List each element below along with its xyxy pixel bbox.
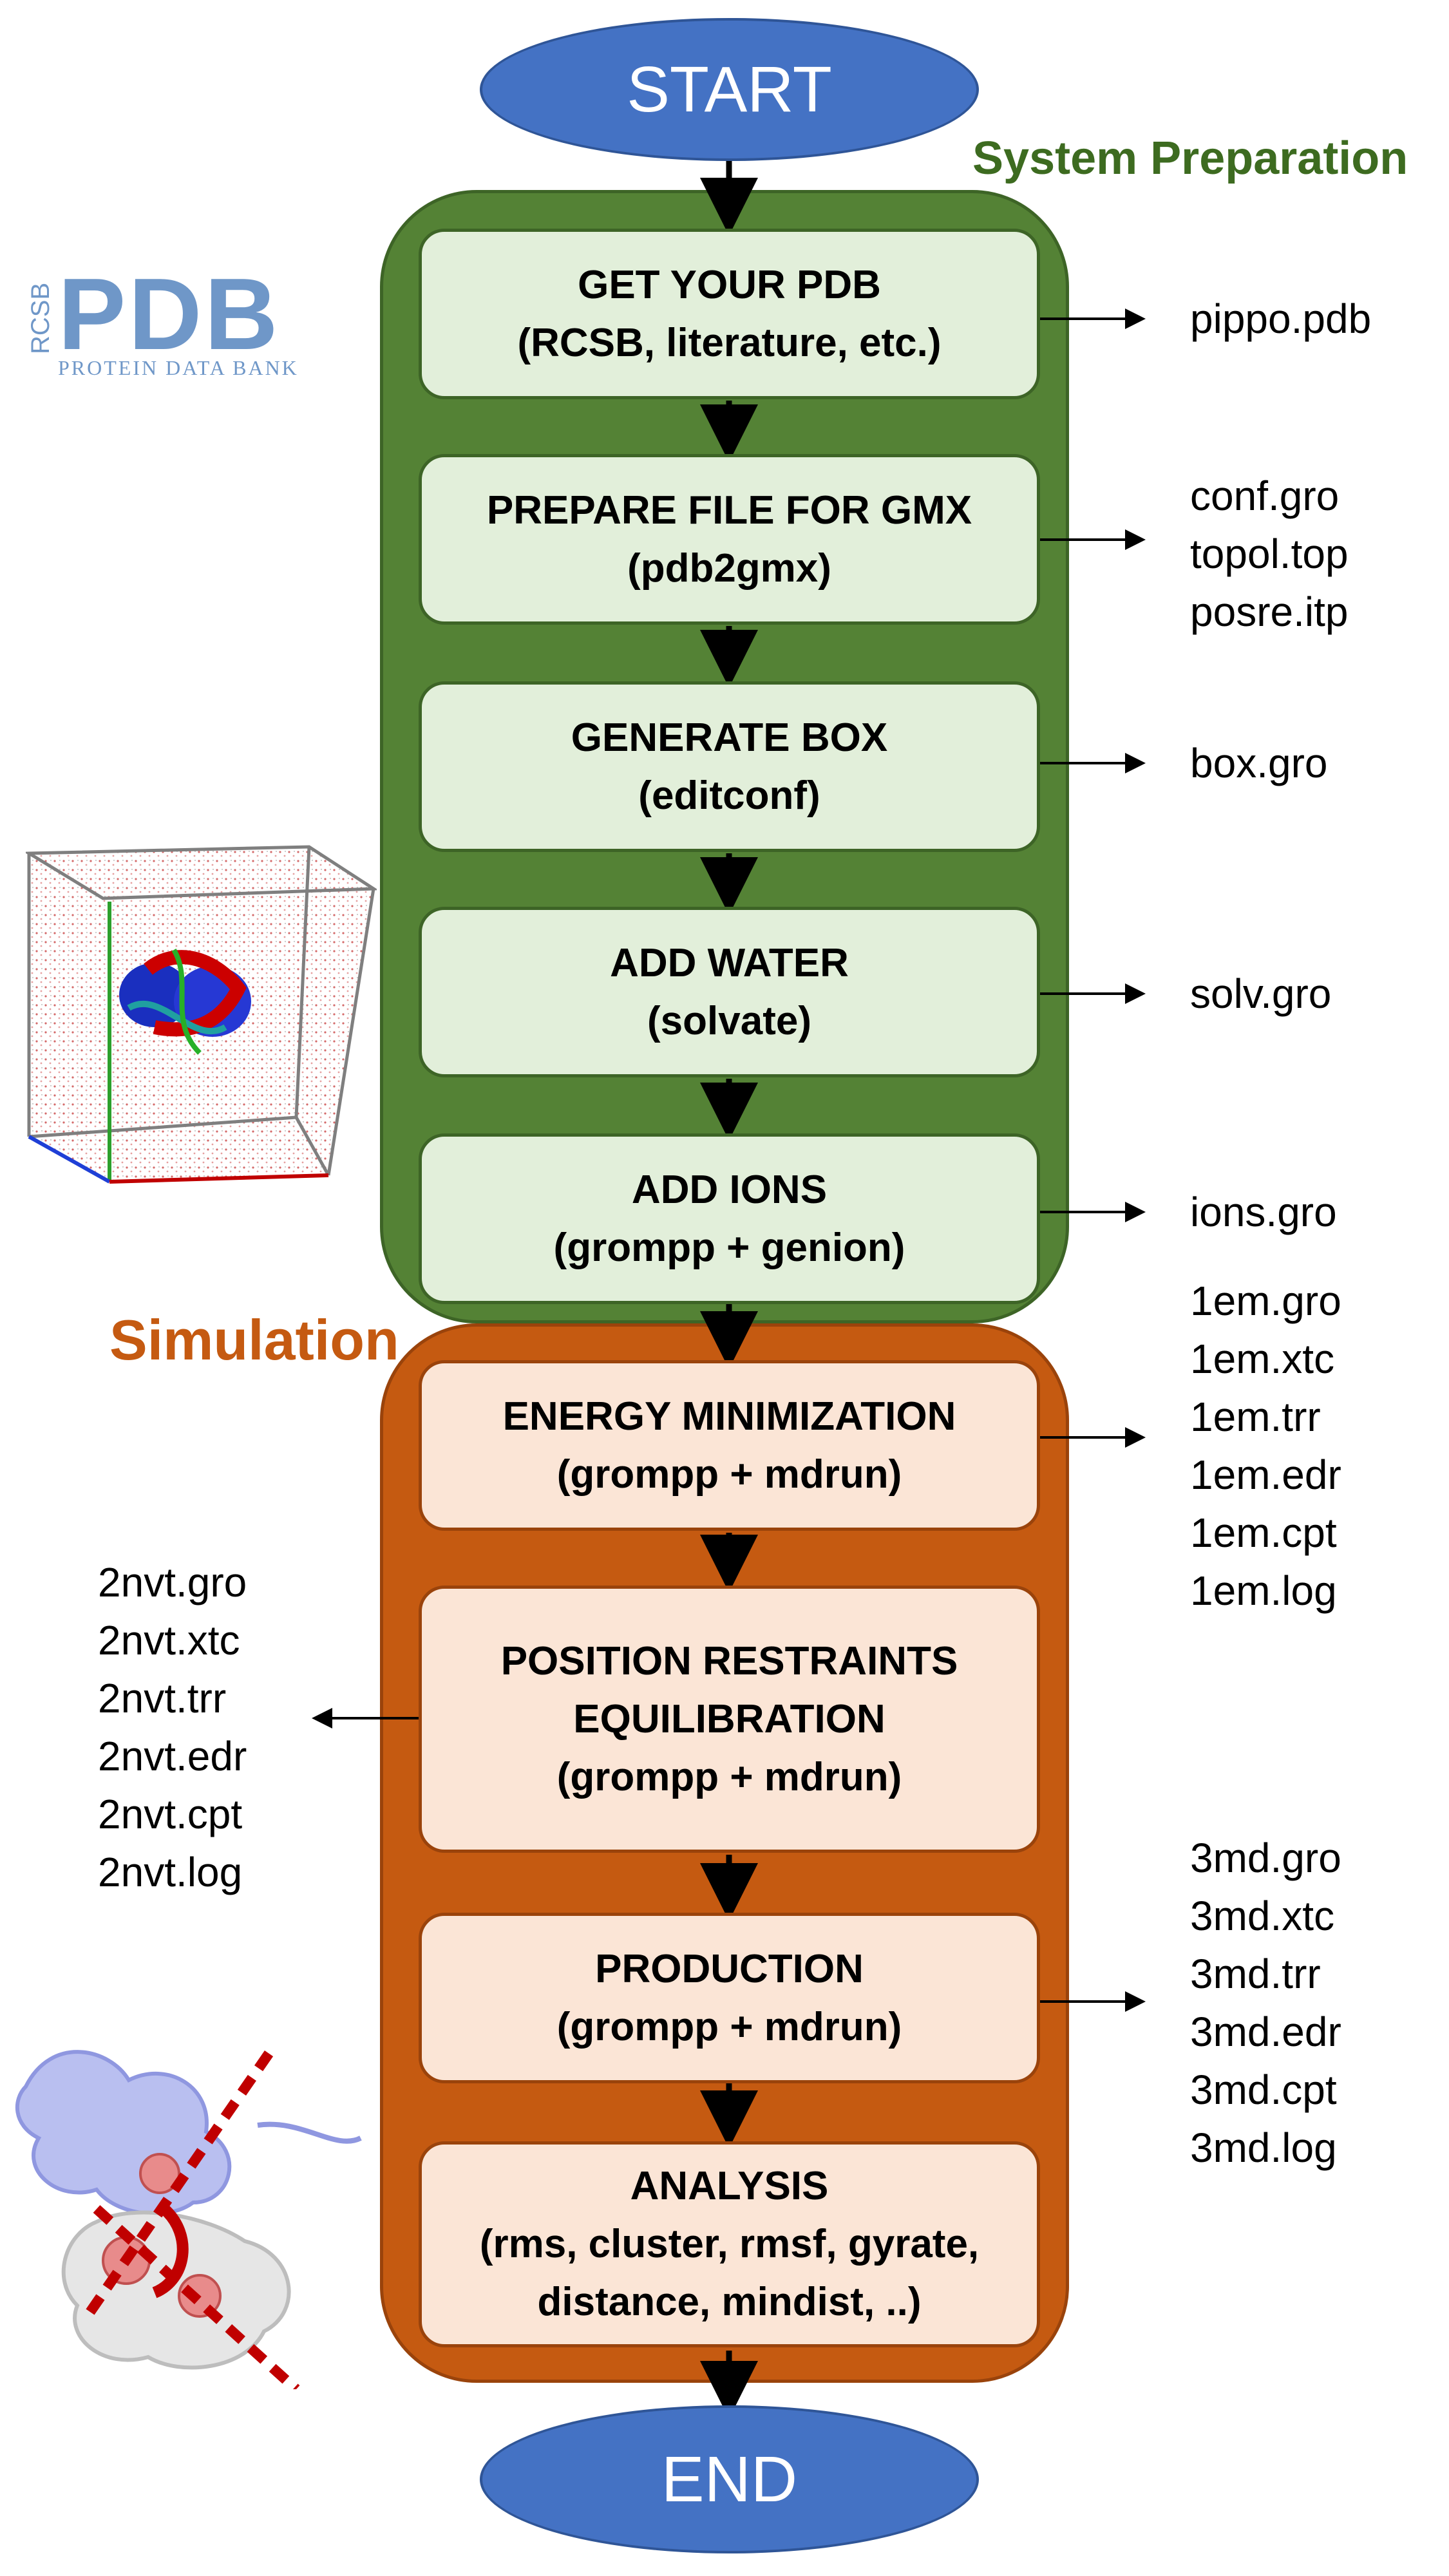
output-file: 1em.gro (1190, 1278, 1341, 1324)
outputs-solvate: solv.gro (1190, 965, 1331, 1023)
step-editconf: GENERATE BOX (editconf) (419, 681, 1040, 852)
solvated-box-graphic (23, 845, 379, 1184)
output-file: 2nvt.log (98, 1849, 243, 1895)
svg-text:PROTEIN DATA BANK: PROTEIN DATA BANK (58, 356, 299, 379)
step-title: ADD IONS (631, 1167, 828, 1212)
output-file: 3md.xtc (1190, 1893, 1335, 1939)
protein-dimer-image (0, 2009, 386, 2393)
step-tool: (grompp + mdrun) (556, 1754, 902, 1799)
output-file: 3md.edr (1190, 2009, 1341, 2055)
step-tool: (grompp + mdrun) (556, 1452, 902, 1497)
step-title: ADD WATER (610, 940, 849, 985)
step-title: PRODUCTION (595, 1946, 864, 1991)
output-file: topol.top (1190, 531, 1349, 577)
output-file: 2nvt.gro (98, 1559, 247, 1605)
outputs-get-pdb: pippo.pdb (1190, 290, 1371, 348)
step-pdb2gmx: PREPARE FILE FOR GMX (pdb2gmx) (419, 454, 1040, 625)
output-file: posre.itp (1190, 589, 1349, 635)
output-file: 1em.cpt (1190, 1510, 1337, 1556)
step-title: POSITION RESTRAINTS (500, 1638, 958, 1683)
outputs-pdb2gmx: conf.gro topol.top posre.itp (1190, 467, 1349, 641)
step-position-restraints: POSITION RESTRAINTS EQUILIBRATION (gromp… (419, 1586, 1040, 1853)
step-analysis: ANALYSIS (rms, cluster, rmsf, gyrate, di… (419, 2141, 1040, 2347)
output-file: 2nvt.xtc (98, 1617, 240, 1663)
system-preparation-title: System Preparation (972, 133, 1408, 184)
rcsb-pdb-logo-graphic: RCSB PDB PROTEIN DATA BANK (26, 258, 299, 379)
step-tool: (grompp + genion) (553, 1225, 905, 1270)
protein-dimer-graphic (15, 2048, 362, 2393)
step-tool: (editconf) (638, 773, 820, 818)
step-title: ANALYSIS (630, 2164, 829, 2208)
output-file: 1em.edr (1190, 1452, 1341, 1498)
step-title: GET YOUR PDB (578, 262, 881, 307)
outputs-editconf: box.gro (1190, 734, 1327, 792)
output-file: conf.gro (1190, 473, 1340, 519)
solvated-box-image (23, 840, 379, 1188)
output-file: pippo.pdb (1190, 296, 1372, 342)
step-get-pdb: GET YOUR PDB (RCSB, literature, etc.) (419, 229, 1040, 399)
output-file: box.gro (1190, 740, 1328, 786)
step-title: PREPARE FILE FOR GMX (486, 488, 972, 533)
outputs-genion: ions.gro (1190, 1183, 1337, 1241)
simulation-title: Simulation (109, 1308, 399, 1372)
start-terminal: START (480, 18, 979, 161)
step-tool: (grompp + mdrun) (556, 2004, 902, 2049)
output-file: 3md.gro (1190, 1835, 1341, 1881)
outputs-md: 3md.gro 3md.xtc 3md.trr 3md.edr 3md.cpt … (1190, 1829, 1341, 2177)
output-file: 1em.trr (1190, 1394, 1321, 1440)
step-title: GENERATE BOX (571, 715, 888, 760)
output-file: 2nvt.cpt (98, 1791, 243, 1837)
output-file: 2nvt.trr (98, 1675, 227, 1721)
output-file: 1em.xtc (1190, 1336, 1335, 1382)
output-file: 1em.log (1190, 1567, 1337, 1614)
step-tool: (RCSB, literature, etc.) (517, 320, 942, 365)
svg-text:RCSB: RCSB (26, 283, 55, 354)
output-file: 3md.cpt (1190, 2067, 1337, 2113)
step-tool: (solvate) (647, 998, 811, 1043)
step-tool: (pdb2gmx) (627, 545, 831, 591)
svg-text:PDB: PDB (58, 264, 281, 371)
outputs-em: 1em.gro 1em.xtc 1em.trr 1em.edr 1em.cpt … (1190, 1272, 1341, 1620)
step-tool: (rms, cluster, rmsf, gyrate, (479, 2222, 980, 2266)
step-title: ENERGY MINIMIZATION (502, 1394, 956, 1439)
output-file: ions.gro (1190, 1189, 1337, 1235)
output-file: 2nvt.edr (98, 1733, 247, 1779)
step-solvate: ADD WATER (solvate) (419, 907, 1040, 1077)
output-file: 3md.trr (1190, 1951, 1321, 1997)
step-title-line2: EQUILIBRATION (573, 1696, 886, 1741)
end-terminal: END (480, 2405, 979, 2553)
step-genion: ADD IONS (grompp + genion) (419, 1133, 1040, 1304)
step-tool-line2: distance, mindist, ..) (537, 2280, 922, 2324)
output-file: 3md.log (1190, 2125, 1337, 2171)
step-production: PRODUCTION (grompp + mdrun) (419, 1913, 1040, 2083)
output-file: solv.gro (1190, 971, 1332, 1017)
rcsb-pdb-logo: RCSB PDB PROTEIN DATA BANK (18, 258, 369, 380)
outputs-nvt: 2nvt.gro 2nvt.xtc 2nvt.trr 2nvt.edr 2nvt… (98, 1553, 247, 1901)
step-energy-minimization: ENERGY MINIMIZATION (grompp + mdrun) (419, 1360, 1040, 1531)
